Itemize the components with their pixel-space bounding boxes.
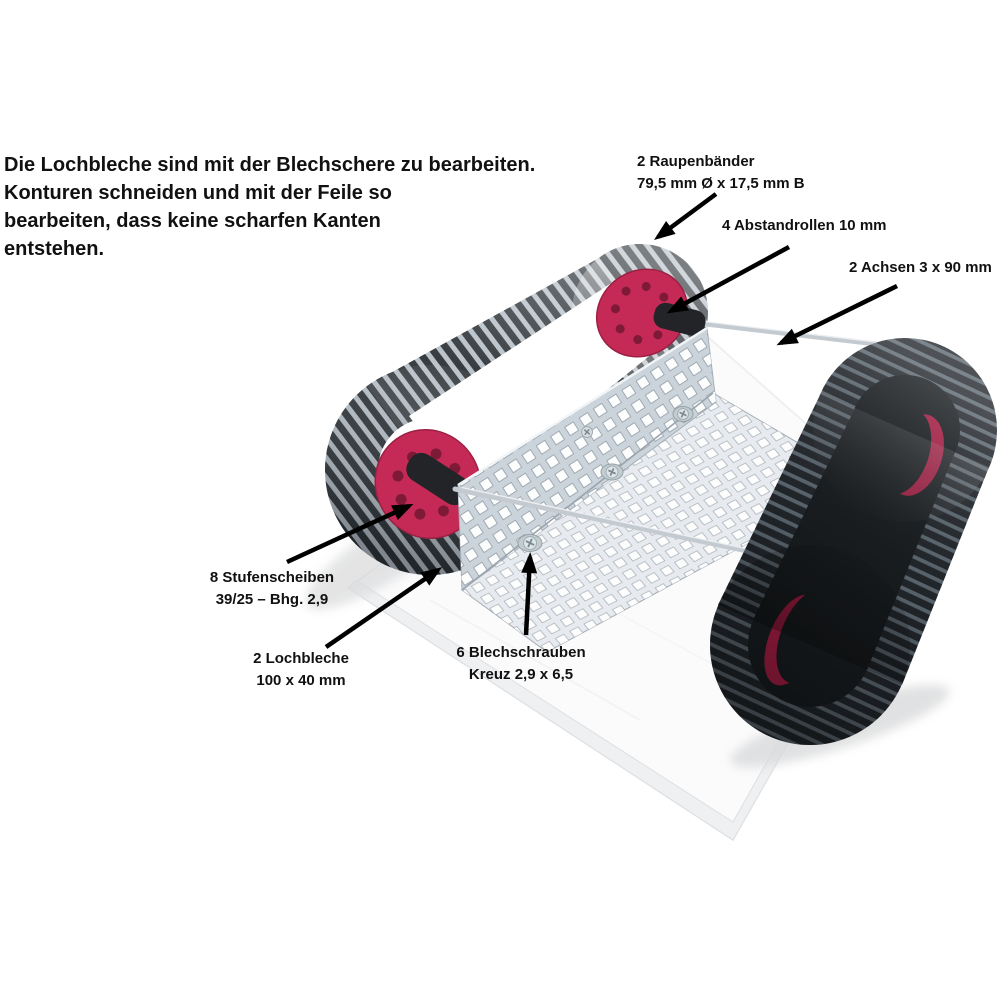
right-track-belt (710, 338, 997, 745)
instruction-text: Die Lochbleche sind mit der Blechschere … (4, 154, 536, 260)
label-raupenbaender: 2 Raupenbänder 79,5 mm Ø x 17,5 mm B (637, 153, 805, 192)
label-stufenscheiben: 8 Stufenscheiben 39/25 – Bhg. 2,9 (209, 569, 335, 608)
label-lochbleche: 2 Lochbleche 100 x 40 mm (253, 650, 349, 689)
axle-front (452, 486, 793, 563)
arrow-lochbleche (324, 567, 443, 649)
perforated-sheet (457, 326, 865, 653)
arrow-blechschrauben (521, 552, 538, 636)
screws (517, 406, 694, 552)
spacer-roller-front (406, 452, 470, 506)
annotation-arrows (286, 192, 898, 649)
arrow-stufenscheiben (286, 503, 414, 565)
arrow-raupenbaender (653, 192, 718, 240)
arrow-achsen (776, 283, 898, 346)
label-blechschrauben: 6 Blechschrauben Kreuz 2,9 x 6,5 (456, 644, 586, 683)
spacer-roller-rear (653, 302, 706, 336)
wheel-rear (595, 268, 689, 358)
label-abstandrollen: 4 Abstandrollen 10 mm (722, 217, 887, 234)
label-achsen: 2 Achsen 3 x 90 mm (849, 259, 992, 276)
arrow-abstandrollen (666, 245, 791, 314)
